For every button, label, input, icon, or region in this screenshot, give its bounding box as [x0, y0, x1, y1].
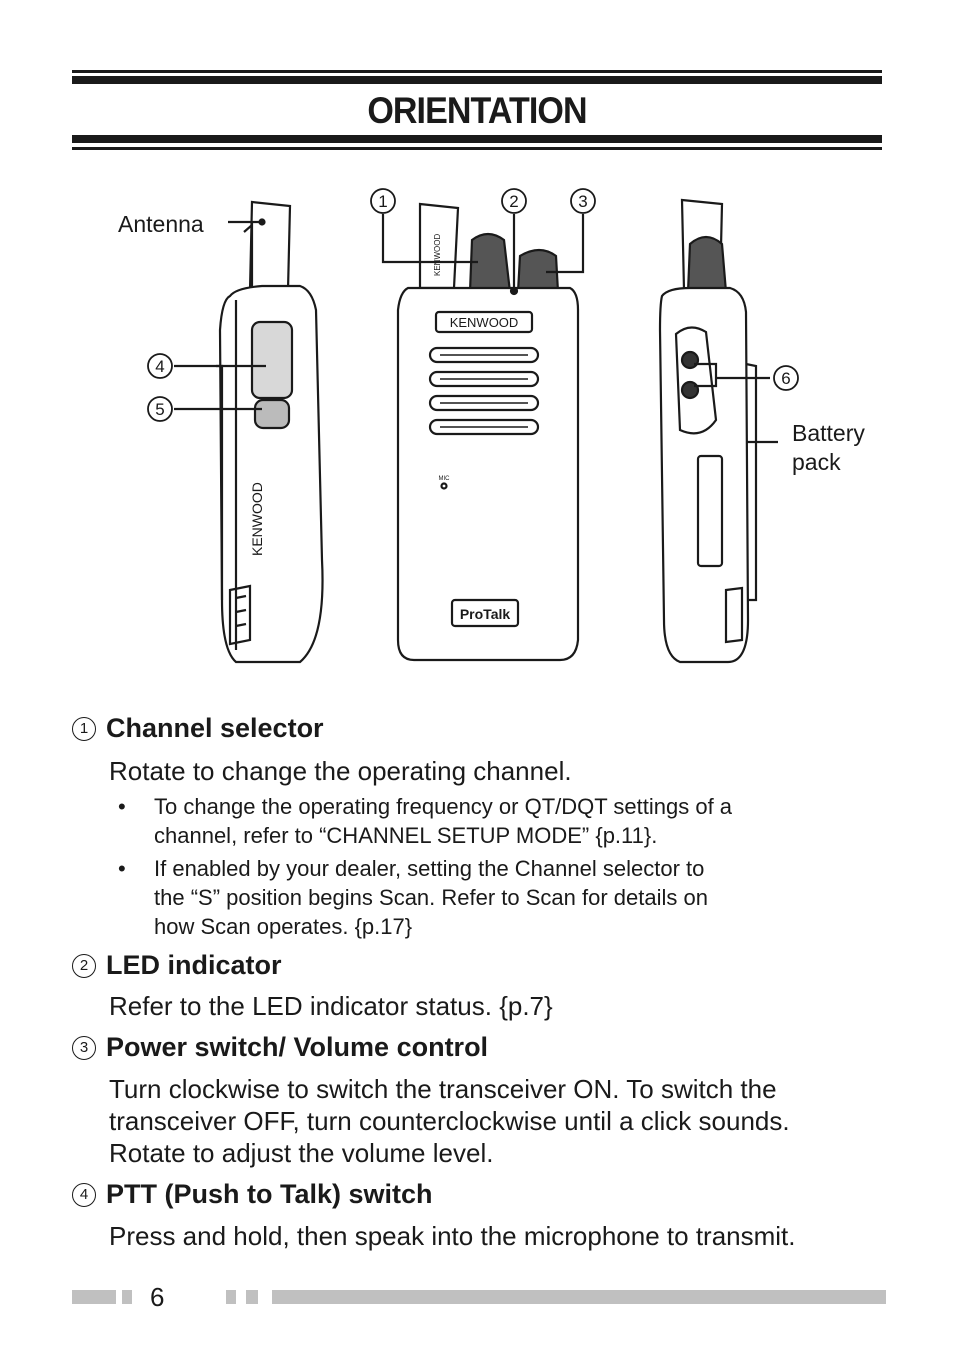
item-number: 1 — [72, 716, 96, 741]
item-title: PTT (Push to Talk) switch — [106, 1179, 433, 1209]
front-brand-label: KENWOOD — [450, 315, 519, 330]
item-led-indicator: 2 LED indicator — [72, 950, 892, 981]
antenna-label: Antenna — [118, 211, 204, 237]
front-view — [396, 202, 580, 662]
callout-4: 4 — [147, 353, 173, 379]
callout-2: 2 — [501, 188, 527, 214]
item-power-volume: 3 Power switch/ Volume control — [72, 1032, 892, 1063]
battery-label-line2: pack — [792, 449, 841, 475]
item-title: Channel selector — [106, 713, 324, 743]
footer-bar-left-small — [122, 1290, 132, 1304]
svg-text:2: 2 — [509, 192, 518, 211]
description-line: Rotate to adjust the volume level. — [109, 1138, 494, 1168]
svg-text:3: 3 — [578, 192, 587, 211]
item-number: 4 — [72, 1182, 96, 1207]
header-rule-bottom-thick — [72, 135, 882, 143]
item-description: Refer to the LED indicator status. {p.7} — [109, 991, 553, 1021]
header-rule-bottom-thin — [72, 147, 882, 150]
bullet-line: If enabled by your dealer, setting the C… — [154, 856, 705, 881]
header-rule-top-thin — [72, 70, 882, 73]
page-title: ORIENTATION — [367, 90, 587, 131]
callout-1: 1 — [370, 188, 396, 214]
item-number: 3 — [72, 1035, 96, 1060]
callout-6: 6 — [773, 365, 799, 391]
footer-bar-left — [72, 1290, 116, 1304]
header-rule-top-thick — [72, 76, 882, 84]
volume-knob — [516, 248, 560, 294]
footer-bar-small-2 — [246, 1290, 258, 1304]
page-number: 6 — [150, 1282, 165, 1312]
item-number: 2 — [72, 953, 96, 978]
ptt-switch-shape — [250, 320, 294, 400]
channel-selector-knob — [468, 232, 512, 294]
svg-text:4: 4 — [155, 357, 164, 376]
bullet-line: channel, refer to “CHANNEL SETUP MODE” {… — [154, 823, 658, 848]
side-view-left — [216, 200, 324, 664]
front-model-label: ProTalk — [460, 606, 511, 622]
item-channel-selector: 1 Channel selector — [72, 713, 892, 744]
side-view-right — [658, 198, 758, 664]
item-description: Turn clockwise to switch the transceiver… — [109, 1073, 889, 1169]
callout-5: 5 — [147, 396, 173, 422]
footer-bar-small-1 — [226, 1290, 236, 1304]
side-button-shape — [253, 398, 291, 430]
bullet-line: the “S” position begins Scan. Refer to S… — [154, 885, 708, 910]
bullet-line: To change the operating frequency or QT/… — [154, 794, 733, 819]
item-ptt-switch: 4 PTT (Push to Talk) switch — [72, 1179, 892, 1210]
callout-3: 3 — [570, 188, 596, 214]
item-description: Press and hold, then speak into the micr… — [109, 1221, 796, 1251]
bullet-line: how Scan operates. {p.17} — [154, 914, 413, 939]
side-brand-label: KENWOOD — [249, 482, 265, 556]
description-line: Turn clockwise to switch the transceiver… — [109, 1074, 777, 1104]
footer-bar-right — [272, 1290, 886, 1304]
mic-label: MIC — [439, 476, 451, 482]
battery-label-line1: Battery — [792, 420, 865, 446]
item-description: Rotate to change the operating channel. — [109, 756, 572, 786]
svg-text:1: 1 — [378, 192, 387, 211]
item-title: LED indicator — [106, 950, 282, 980]
svg-text:5: 5 — [155, 400, 164, 419]
description-line: transceiver OFF, turn counterclockwise u… — [109, 1106, 790, 1136]
svg-text:6: 6 — [781, 369, 790, 388]
item-title: Power switch/ Volume control — [106, 1032, 489, 1062]
radio-illustration: 1 2 3 4 5 6 KENWOOD ProTalk MIC KENWOOD … — [147, 188, 799, 664]
top-brand-label: KENWOOD — [433, 234, 442, 276]
